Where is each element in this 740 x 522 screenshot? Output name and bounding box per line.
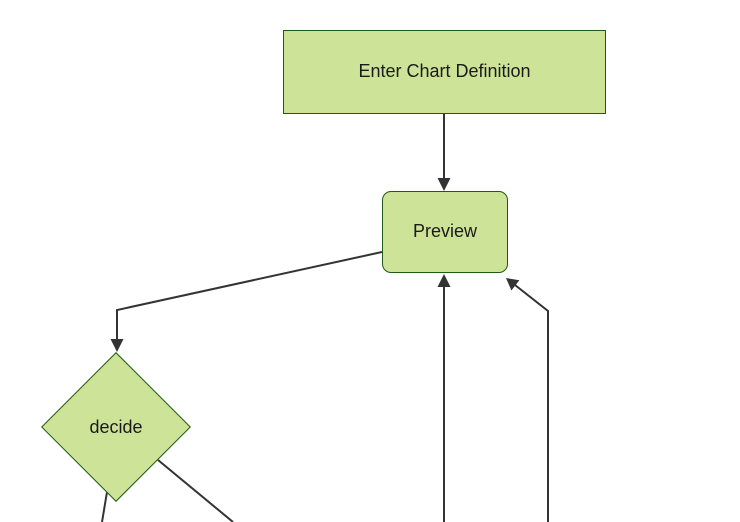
edge-preview-to-decide (110, 251, 383, 352)
edge-definition-to-preview (437, 114, 451, 191)
arrowhead-up-icon (437, 274, 451, 287)
node-preview: Preview (382, 191, 508, 273)
node-preview-label: Preview (412, 221, 478, 242)
edge-decide-bottom-right (157, 459, 234, 522)
edge-bottom-right-to-preview (506, 278, 549, 522)
arrowhead-down-icon (437, 178, 451, 191)
node-enter-chart-definition-label: Enter Chart Definition (358, 61, 531, 82)
edge-decide-bottom-left (101, 491, 108, 522)
node-decide: decide (41, 352, 191, 502)
node-decide-label: decide (89, 416, 143, 437)
arrowhead-up-left-icon (506, 278, 520, 291)
node-enter-chart-definition: Enter Chart Definition (283, 30, 606, 114)
edge-bottom-center-to-preview (437, 274, 451, 522)
arrowhead-down-icon (110, 339, 124, 352)
